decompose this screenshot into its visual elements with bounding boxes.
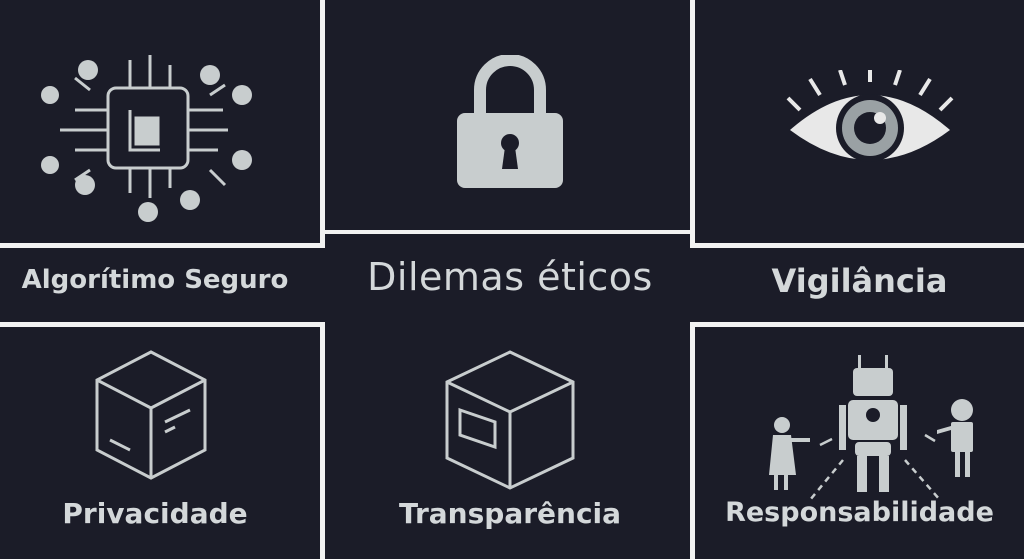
divider bbox=[320, 322, 325, 559]
eye-icon bbox=[786, 70, 954, 162]
divider bbox=[0, 322, 325, 327]
panel-label: Transparência bbox=[398, 497, 622, 530]
divider bbox=[690, 322, 695, 559]
divider bbox=[690, 322, 1024, 327]
divider bbox=[690, 0, 695, 248]
divider bbox=[0, 243, 325, 248]
divider bbox=[690, 243, 1024, 248]
divider bbox=[320, 0, 325, 248]
robots-and-person-icon bbox=[769, 355, 973, 500]
panel-label: Vigilância bbox=[771, 262, 948, 300]
page-title: Dilemas éticos bbox=[367, 255, 653, 299]
cube-with-window-icon bbox=[445, 350, 575, 490]
panel-label: Responsabilidade bbox=[725, 497, 994, 528]
divider bbox=[325, 230, 690, 234]
circuit-chip-users-icon bbox=[41, 55, 252, 222]
panel-label: Privacidade bbox=[62, 497, 248, 530]
padlock-icon bbox=[457, 55, 563, 188]
panel-label: Algorítimo Seguro bbox=[21, 265, 289, 295]
cube-icon bbox=[95, 350, 207, 480]
